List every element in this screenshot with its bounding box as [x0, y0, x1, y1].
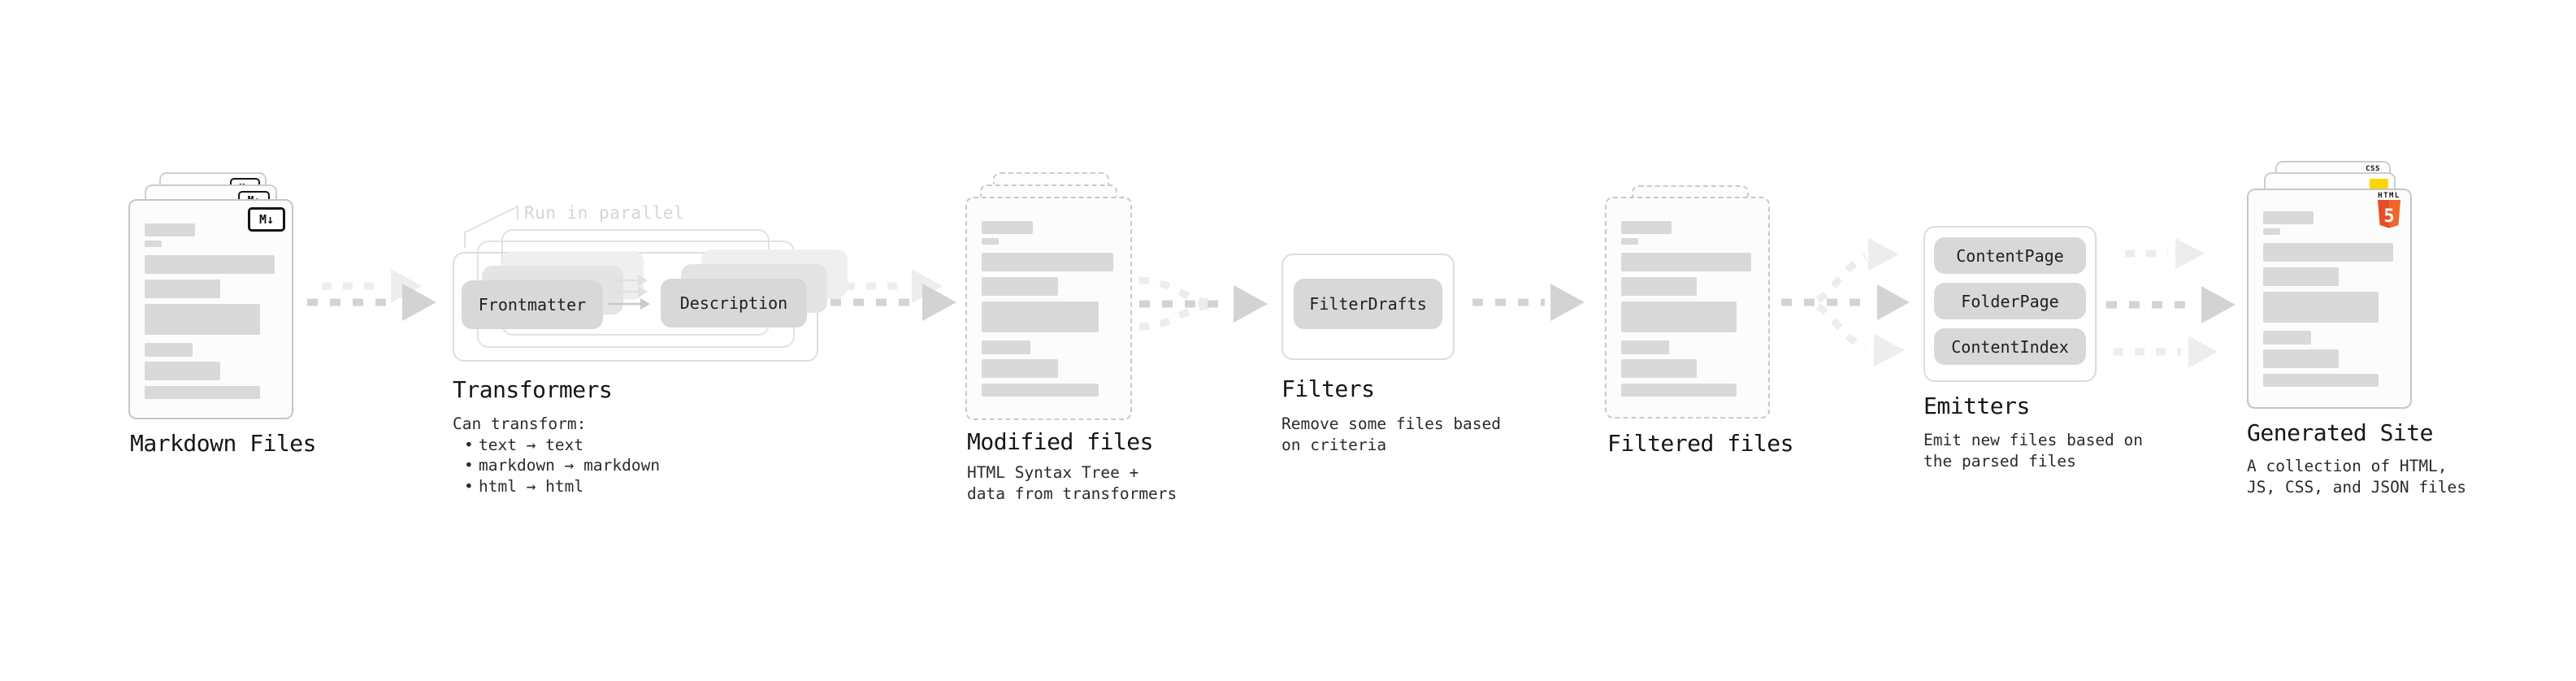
javascript-icon — [2370, 179, 2388, 189]
transformers-bullet-text: html → html — [479, 476, 584, 496]
css-icon-text: CSS — [2366, 165, 2380, 173]
text-line-placeholder — [982, 384, 1099, 397]
text-line-placeholder — [1621, 359, 1697, 378]
filters-desc-line: on criteria — [1281, 435, 1387, 454]
text-line-placeholder — [1621, 221, 1672, 234]
emitters-description: Emit new files based on the parsed files — [1923, 430, 2143, 471]
description-node: Description — [661, 279, 807, 327]
modified-desc-line: data from transformers — [967, 484, 1177, 503]
text-line-placeholder — [145, 241, 162, 247]
text-line-placeholder — [145, 255, 275, 274]
bullet-icon: • — [464, 476, 474, 496]
stage-label-emitters: Emitters — [1923, 393, 2030, 419]
arrow-filters-to-filtered — [1472, 284, 1585, 321]
text-line-placeholder — [1621, 340, 1670, 354]
text-line-placeholder — [2263, 243, 2393, 262]
html5-shield: 5 — [2378, 200, 2400, 228]
text-line-placeholder — [982, 301, 1099, 332]
html5-icon: HTML 5 — [2376, 192, 2402, 232]
stage-label-transformers: Transformers — [453, 376, 613, 403]
text-line-placeholder — [1621, 253, 1751, 271]
text-line-placeholder — [145, 280, 220, 298]
stage-label-markdown-files: Markdown Files — [130, 430, 317, 457]
text-line-placeholder — [145, 304, 261, 335]
transformers-bullet-text: text → text — [479, 435, 584, 454]
text-line-placeholder — [145, 362, 220, 380]
filters-desc-line: Remove some files based — [1281, 414, 1502, 433]
transformers-desc-title: Can transform: — [453, 414, 587, 433]
text-line-placeholder — [982, 359, 1058, 378]
transformers-bullet-text: markdown → markdown — [479, 456, 661, 475]
text-line-placeholder — [145, 386, 261, 399]
text-line-placeholder — [1621, 238, 1638, 245]
arrow-filtered-to-emitters — [1781, 238, 1910, 367]
filtered-file-card — [1605, 197, 1770, 419]
text-line-placeholder — [1621, 384, 1737, 397]
document-text-placeholder — [1621, 221, 1751, 397]
filterdrafts-node: FilterDrafts — [1294, 279, 1442, 329]
contentindex-node: ContentIndex — [1934, 328, 2086, 365]
emitters-desc-line: Emit new files based on — [1923, 431, 2144, 449]
arrow-modified-to-filters — [1138, 276, 1268, 331]
contentpage-node: ContentPage — [1934, 237, 2086, 274]
transformers-bullet-row: • text → text — [453, 435, 660, 456]
text-line-placeholder — [2263, 211, 2314, 224]
filters-description: Remove some files based on criteria — [1281, 414, 1501, 455]
folderpage-node: FolderPage — [1934, 283, 2086, 319]
frontmatter-node: Frontmatter — [462, 280, 603, 329]
generated-desc-line: A collection of HTML, — [2247, 457, 2448, 475]
text-line-placeholder — [2263, 267, 2339, 286]
arrow-transformers-to-modified — [830, 269, 956, 321]
document-text-placeholder — [982, 221, 1113, 397]
generated-site-description: A collection of HTML, JS, CSS, and JSON … — [2247, 456, 2466, 497]
text-line-placeholder — [145, 343, 193, 357]
document-text-placeholder — [2263, 211, 2393, 387]
generated-file-card: HTML 5 — [2247, 189, 2412, 409]
modified-files-description: HTML Syntax Tree + data from transformer… — [967, 462, 1177, 504]
text-line-placeholder — [1621, 277, 1697, 296]
stage-label-filters: Filters — [1281, 375, 1375, 402]
markdown-file-card: M↓ — [128, 199, 293, 419]
markdown-icon: M↓ — [248, 207, 285, 232]
text-line-placeholder — [2263, 228, 2280, 235]
text-line-placeholder — [982, 253, 1113, 271]
html5-icon-text: HTML — [2378, 192, 2400, 200]
text-line-placeholder — [982, 277, 1058, 296]
transformers-description: Can transform: • text → text • markdown … — [453, 414, 660, 497]
bullet-icon: • — [464, 456, 474, 475]
svg-text:5: 5 — [2383, 206, 2394, 227]
emitters-desc-line: the parsed files — [1923, 451, 2076, 471]
document-text-placeholder — [145, 223, 275, 399]
stage-label-modified-files: Modified files — [967, 428, 1154, 455]
run-in-parallel-note: Run in parallel — [524, 203, 685, 223]
modified-desc-line: HTML Syntax Tree + — [967, 463, 1139, 482]
text-line-placeholder — [1621, 301, 1737, 332]
transformers-bullet-row: • markdown → markdown — [453, 455, 660, 476]
stage-label-filtered-files: Filtered files — [1607, 430, 1794, 457]
transformers-bullet-row: • html → html — [453, 476, 660, 497]
arrow-markdown-to-transformers — [307, 269, 436, 321]
text-line-placeholder — [2263, 331, 2312, 345]
generated-desc-line: JS, CSS, and JSON files — [2247, 477, 2467, 497]
bullet-icon: • — [464, 435, 474, 454]
modified-file-card — [965, 197, 1132, 420]
text-line-placeholder — [982, 221, 1034, 234]
text-line-placeholder — [2263, 349, 2339, 368]
text-line-placeholder — [2263, 292, 2379, 323]
text-line-placeholder — [145, 223, 196, 236]
text-line-placeholder — [982, 238, 1000, 245]
arrow-emitters-to-generated — [2106, 238, 2236, 368]
text-line-placeholder — [982, 340, 1030, 354]
stage-label-generated-site: Generated Site — [2247, 419, 2434, 446]
text-line-placeholder — [2263, 374, 2379, 387]
